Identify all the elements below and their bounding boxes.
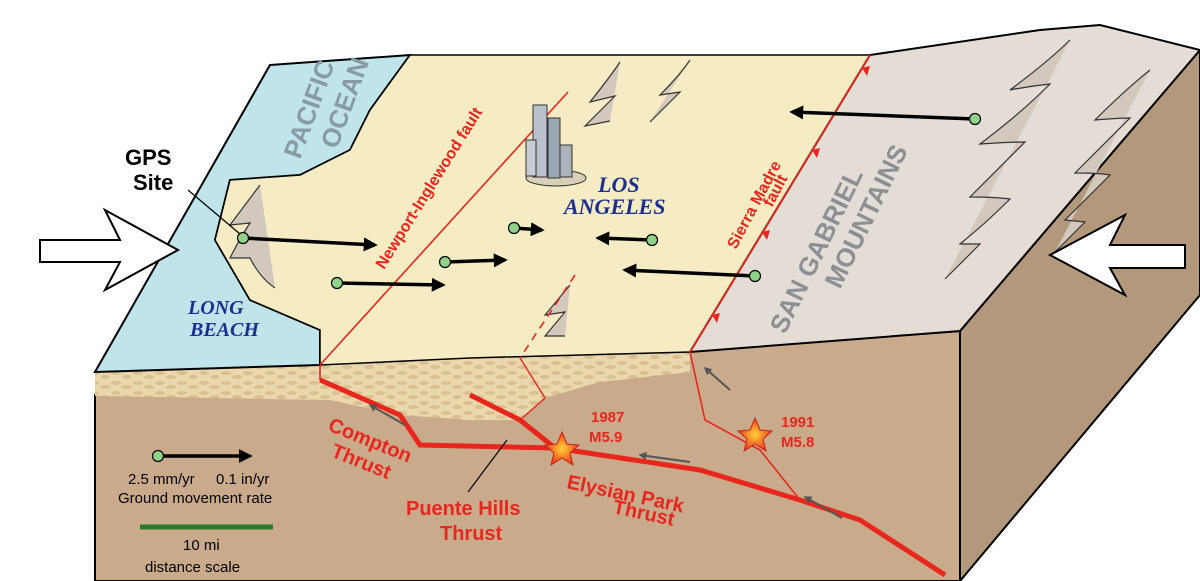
- gps-vectors: [242, 105, 976, 292]
- puente-hills-pointer: [467, 439, 508, 493]
- gps-label-line2: Site: [133, 170, 173, 195]
- gps-site-dots: [236, 112, 982, 290]
- earthquake-1987-star: [543, 430, 581, 467]
- gps-vector-6: [622, 263, 756, 278]
- compression-arrow-left: [39, 207, 181, 293]
- slip-arrows: [368, 366, 843, 519]
- gps-vector-7: [789, 105, 976, 121]
- legend-rate-caption: Ground movement rate: [118, 490, 272, 507]
- legend: 2.5 mm/yr 0.1 in/yr Ground movement rate…: [118, 449, 273, 576]
- puente-hills-label-line2: Thrust: [440, 523, 503, 545]
- gps-vector-3: [444, 253, 508, 268]
- legend-scale-value: 10 mi: [183, 537, 220, 554]
- gps-dot-3: [438, 255, 452, 269]
- compton-thrust-plane: [318, 377, 556, 451]
- sierra-madre-fault-cross-section: [689, 351, 801, 501]
- fault-block-edge: [519, 357, 546, 421]
- newport-inglewood-fault-trace: [319, 91, 569, 366]
- gps-vector-2: [336, 277, 446, 292]
- quake-1991-year: 1991: [781, 414, 814, 431]
- sierra-madre-fault-trace: [689, 54, 871, 353]
- gps-dot-1: [236, 231, 250, 245]
- los-angeles-label-line2: ANGELES: [562, 194, 665, 219]
- compression-arrow-right: [1047, 212, 1186, 298]
- gps-dot-4: [507, 221, 521, 235]
- legend-scale-caption: distance scale: [145, 559, 240, 576]
- gps-vector-5: [595, 231, 653, 246]
- gps-dot-7: [968, 112, 982, 126]
- quake-1987-magnitude: M5.9: [589, 429, 622, 446]
- newport-inglewood-fault-dashed: [519, 274, 576, 359]
- mountain-ridges: [228, 39, 1151, 337]
- quake-1991-magnitude: M5.8: [781, 434, 814, 451]
- gps-dot-2: [330, 276, 344, 290]
- gps-vector-1: [242, 236, 378, 252]
- city-skyline-icon: [525, 104, 587, 187]
- sierra-madre-fault-teeth: [712, 66, 870, 323]
- long-beach-label-line1: LONG: [187, 297, 244, 319]
- gps-dot-5: [645, 233, 659, 247]
- quake-1987-year: 1987: [591, 409, 624, 426]
- puente-hills-label-line1: Puente Hills: [406, 498, 520, 520]
- legend-gps-dot: [151, 449, 165, 463]
- gps-label-line1: GPS: [125, 145, 171, 170]
- gps-dot-6: [748, 269, 762, 283]
- gps-site-pointer: [187, 189, 241, 235]
- earthquake-1991-star: [736, 416, 774, 453]
- legend-rate-in: 0.1 in/yr: [216, 471, 269, 488]
- long-beach-label-line2: BEACH: [189, 319, 260, 341]
- sediment-layer: [95, 352, 690, 420]
- legend-rate-mm: 2.5 mm/yr: [128, 471, 195, 488]
- los-angeles-label-line1: LOS: [597, 172, 640, 197]
